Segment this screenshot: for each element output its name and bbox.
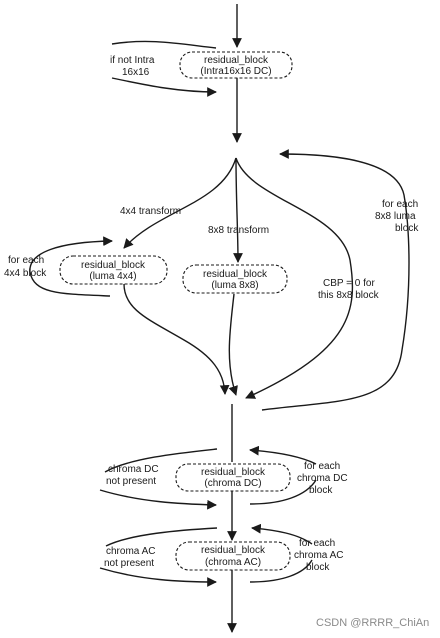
label-if-not-intra-2: 16x16 bbox=[122, 67, 150, 78]
edge-chroma-dc-skip-in bbox=[99, 489, 217, 510]
label-for-each-chroma-ac-2: chroma AC bbox=[294, 550, 343, 561]
node-intra16x16-dc: residual_block (Intra16x16 DC) bbox=[179, 51, 293, 79]
node-chroma-dc-line2: (chroma DC) bbox=[204, 478, 261, 489]
label-if-not-intra-1: if not Intra bbox=[110, 55, 155, 66]
label-for-each-8x8-3: block bbox=[395, 223, 419, 234]
label-8x8-transform: 8x8 transform bbox=[208, 225, 269, 236]
node-chroma-ac-line2: (chroma AC) bbox=[205, 557, 261, 568]
node-luma-4x4: residual_block (luma 4x4) bbox=[59, 255, 168, 285]
label-chroma-ac-not-present-2: not present bbox=[104, 558, 154, 569]
edge-intra-skip-in bbox=[111, 77, 217, 97]
label-for-each-chroma-ac-1: for each bbox=[299, 538, 335, 549]
label-for-each-chroma-ac-3: block bbox=[306, 562, 330, 573]
label-for-each-8x8-2: 8x8 luma bbox=[375, 211, 416, 222]
label-for-each-4x4-2: 4x4 block bbox=[4, 268, 47, 279]
label-for-each-chroma-dc-1: for each bbox=[304, 461, 340, 472]
edge-chroma-ac-skip-out bbox=[105, 527, 218, 547]
node-luma-8x8-line2: (luma 8x8) bbox=[211, 280, 258, 291]
edge-8x8-to-merge bbox=[228, 293, 238, 396]
label-chroma-dc-not-present-2: not present bbox=[106, 476, 156, 487]
node-luma-8x8-line1: residual_block bbox=[203, 269, 268, 280]
edge-fan-cbp0 bbox=[235, 157, 354, 399]
label-cbp-zero-2: this 8x8 block bbox=[318, 290, 380, 301]
edge-chroma-dc-loop-out bbox=[249, 479, 317, 505]
edge-4x4-to-merge bbox=[123, 283, 230, 395]
edge-intra-skip-out bbox=[111, 40, 217, 49]
node-luma-4x4-line1: residual_block bbox=[81, 260, 146, 271]
edge-chroma-ac-skip-in bbox=[99, 567, 217, 587]
node-chroma-ac-line1: residual_block bbox=[201, 545, 266, 556]
node-intra16x16-dc-line2: (Intra16x16 DC) bbox=[200, 66, 271, 77]
edge-chroma-dc-loop-in bbox=[249, 445, 317, 465]
label-cbp-zero-1: CBP = 0 for bbox=[323, 278, 375, 289]
edge-chroma-ac-loop-out bbox=[249, 559, 313, 583]
label-chroma-dc-not-present-1: chroma DC bbox=[108, 464, 159, 475]
node-luma-4x4-line2: (luma 4x4) bbox=[89, 271, 136, 282]
edge-chroma-dc-skip-out bbox=[104, 448, 218, 473]
edge-loop-4x4-out bbox=[29, 236, 113, 297]
edge-fan-4x4 bbox=[123, 157, 237, 249]
edge-fan-8x8 bbox=[233, 157, 243, 263]
label-4x4-transform: 4x4 transform bbox=[120, 206, 181, 217]
node-chroma-dc-line1: residual_block bbox=[201, 467, 266, 478]
node-intra16x16-dc-line1: residual_block bbox=[204, 55, 269, 66]
label-for-each-chroma-dc-2: chroma DC bbox=[297, 473, 348, 484]
label-for-each-8x8-1: for each bbox=[382, 199, 418, 210]
node-chroma-dc: residual_block (chroma DC) bbox=[175, 463, 291, 492]
edge-loop-8x8 bbox=[261, 149, 410, 411]
node-luma-8x8: residual_block (luma 8x8) bbox=[182, 264, 288, 294]
label-for-each-4x4-1: for each bbox=[8, 255, 44, 266]
node-chroma-ac: residual_block (chroma AC) bbox=[175, 541, 291, 571]
label-for-each-chroma-dc-3: block bbox=[309, 485, 333, 496]
watermark-text: CSDN @RRRR_ChiAn bbox=[316, 617, 429, 629]
label-chroma-ac-not-present-1: chroma AC bbox=[106, 546, 155, 557]
edge-chroma-ac-loop-in bbox=[251, 523, 313, 545]
